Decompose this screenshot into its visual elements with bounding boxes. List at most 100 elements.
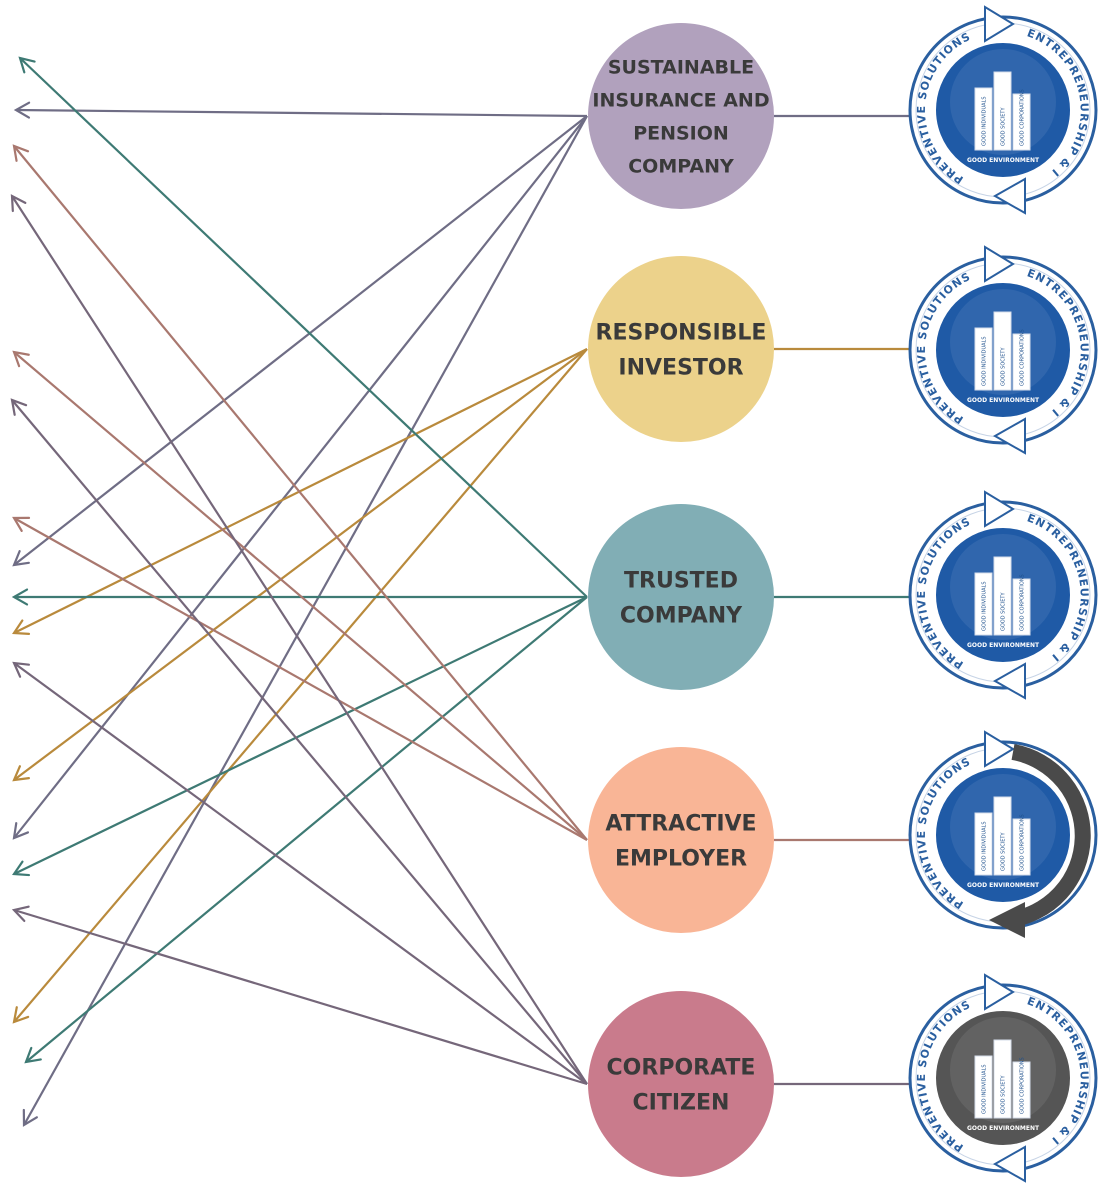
role-circle-trusted: TRUSTED COMPANY	[588, 504, 774, 690]
play-arrow-icon	[984, 5, 1015, 43]
role-label-employer-line-1: ATTRACTIVE	[605, 811, 756, 836]
arrowhead-icon	[12, 822, 30, 840]
arrowhead-icon	[12, 661, 31, 678]
badge-bar-label: GOOD INDIVIDUALS	[982, 1064, 988, 1114]
badge-bar-label: GOOD INDIVIDUALS	[982, 96, 988, 146]
badge-bar-label: GOOD INDIVIDUALS	[982, 581, 988, 631]
arrow-citizen-15	[10, 194, 588, 1085]
arrow-citizen-17	[12, 661, 588, 1085]
role-circle-employer: ATTRACTIVE EMPLOYER	[588, 747, 774, 933]
reverse-arrow-icon	[989, 902, 1025, 938]
arrow-insurance-4	[22, 115, 588, 1127]
badge-bar-1	[974, 572, 993, 636]
play-arrow-icon	[984, 245, 1015, 283]
badge-bar-2	[993, 796, 1012, 876]
badge-bar-label: GOOD SOCIETY	[1001, 107, 1007, 146]
arrowhead-icon	[10, 398, 28, 416]
arrow-investor-5	[12, 348, 588, 635]
arrowhead-icon	[12, 860, 31, 877]
role-circle-citizen: CORPORATE CITIZEN	[588, 991, 774, 1177]
arrowhead-icon	[12, 550, 30, 567]
badge-bar-label: GOOD SOCIETY	[1001, 832, 1007, 871]
arrowhead-icon	[18, 56, 36, 74]
badge-bar-1	[974, 327, 993, 391]
role-label-trusted-line-2: COMPANY	[620, 603, 743, 628]
arrowhead-icon	[11, 588, 29, 606]
badge-bar-label: GOOD SOCIETY	[1001, 592, 1007, 631]
arrow-trusted-11	[24, 596, 588, 1064]
badge-bar-label: GOOD INDIVIDUALS	[982, 821, 988, 871]
arrow-trusted-10	[12, 596, 588, 877]
arrowhead-icon	[12, 619, 31, 635]
badge-bar-2	[993, 556, 1012, 636]
role-label-insurance-line-2: INSURANCE AND	[592, 89, 769, 111]
role-label-citizen-line-1: CORPORATE	[607, 1055, 756, 1080]
arrowhead-icon	[11, 905, 30, 923]
reverse-arrow-icon	[992, 662, 1026, 700]
badge-base-label: GOOD ENVIRONMENT	[967, 642, 1040, 649]
arrowhead-icon	[12, 144, 30, 162]
reverse-arrow-icon	[992, 417, 1026, 455]
badge-bar-1	[974, 87, 993, 151]
badge-base-label: GOOD ENVIRONMENT	[967, 157, 1040, 164]
arrow-investor-7	[12, 348, 588, 1024]
reverse-arrow-icon	[992, 1145, 1026, 1183]
arrows-layer	[10, 56, 588, 1127]
badge-bar-label: GOOD CORPORATIONS	[1020, 574, 1026, 631]
play-arrow-icon	[984, 730, 1015, 768]
arrow-employer-13	[12, 350, 588, 841]
badge-base-label: GOOD ENVIRONMENT	[967, 397, 1040, 404]
arrowhead-icon	[12, 1006, 30, 1024]
badge-bar-3	[1012, 578, 1031, 636]
badge-bar-2	[993, 71, 1012, 151]
arrow-investor-6	[12, 348, 588, 782]
badge-bar-label: GOOD CORPORATIONS	[1020, 814, 1026, 871]
badge-bar-1	[974, 812, 993, 876]
role-label-citizen-line-2: CITIZEN	[633, 1090, 730, 1115]
badge-base-label: GOOD ENVIRONMENT	[967, 1125, 1040, 1132]
arrow-insurance-1	[13, 101, 588, 119]
badge-bar-label: GOOD CORPORATIONS	[1020, 1057, 1026, 1114]
badge-bar-2	[993, 311, 1012, 391]
arrow-insurance-2	[12, 115, 588, 567]
badge-bar-3	[1012, 333, 1031, 391]
badge-bar-1	[974, 1055, 993, 1119]
arrow-employer-12	[12, 144, 588, 841]
arrowhead-icon	[12, 350, 30, 368]
play-arrow-icon	[984, 490, 1015, 528]
role-label-investor-line-1: RESPONSIBLE	[596, 320, 767, 345]
badge-bar-3	[1012, 818, 1031, 876]
role-label-employer-line-2: EMPLOYER	[615, 846, 747, 871]
badge-bar-label: GOOD CORPORATIONS	[1020, 89, 1026, 146]
role-label-insurance-line-4: COMPANY	[628, 155, 734, 177]
arrowhead-icon	[13, 101, 31, 119]
arrow-citizen-16	[10, 398, 588, 1085]
play-arrow-icon	[984, 973, 1015, 1011]
badge-bar-label: GOOD CORPORATIONS	[1020, 329, 1026, 386]
role-label-insurance-line-3: PENSION	[633, 122, 729, 144]
badge-bar-label: GOOD INDIVIDUALS	[982, 336, 988, 386]
arrowhead-icon	[12, 516, 31, 532]
badge-bar-3	[1012, 1061, 1031, 1119]
arrow-citizen-18	[11, 905, 588, 1086]
badge-bar-3	[1012, 93, 1031, 151]
arrowhead-icon	[12, 765, 30, 782]
dark-arc-arrow-icon	[1006, 744, 1091, 928]
role-label-trusted-line-1: TRUSTED	[624, 568, 738, 593]
arrowhead-icon	[10, 194, 27, 213]
badge-bar-label: GOOD SOCIETY	[1001, 1075, 1007, 1114]
arrow-insurance-3	[12, 115, 588, 840]
arrowhead-icon	[24, 1046, 42, 1064]
arrow-trusted-8	[18, 56, 588, 598]
badge-base-label: GOOD ENVIRONMENT	[967, 882, 1040, 889]
connectors-layer	[774, 114, 914, 1086]
arrow-employer-14	[12, 516, 588, 841]
badge-bar-label: GOOD SOCIETY	[1001, 347, 1007, 386]
